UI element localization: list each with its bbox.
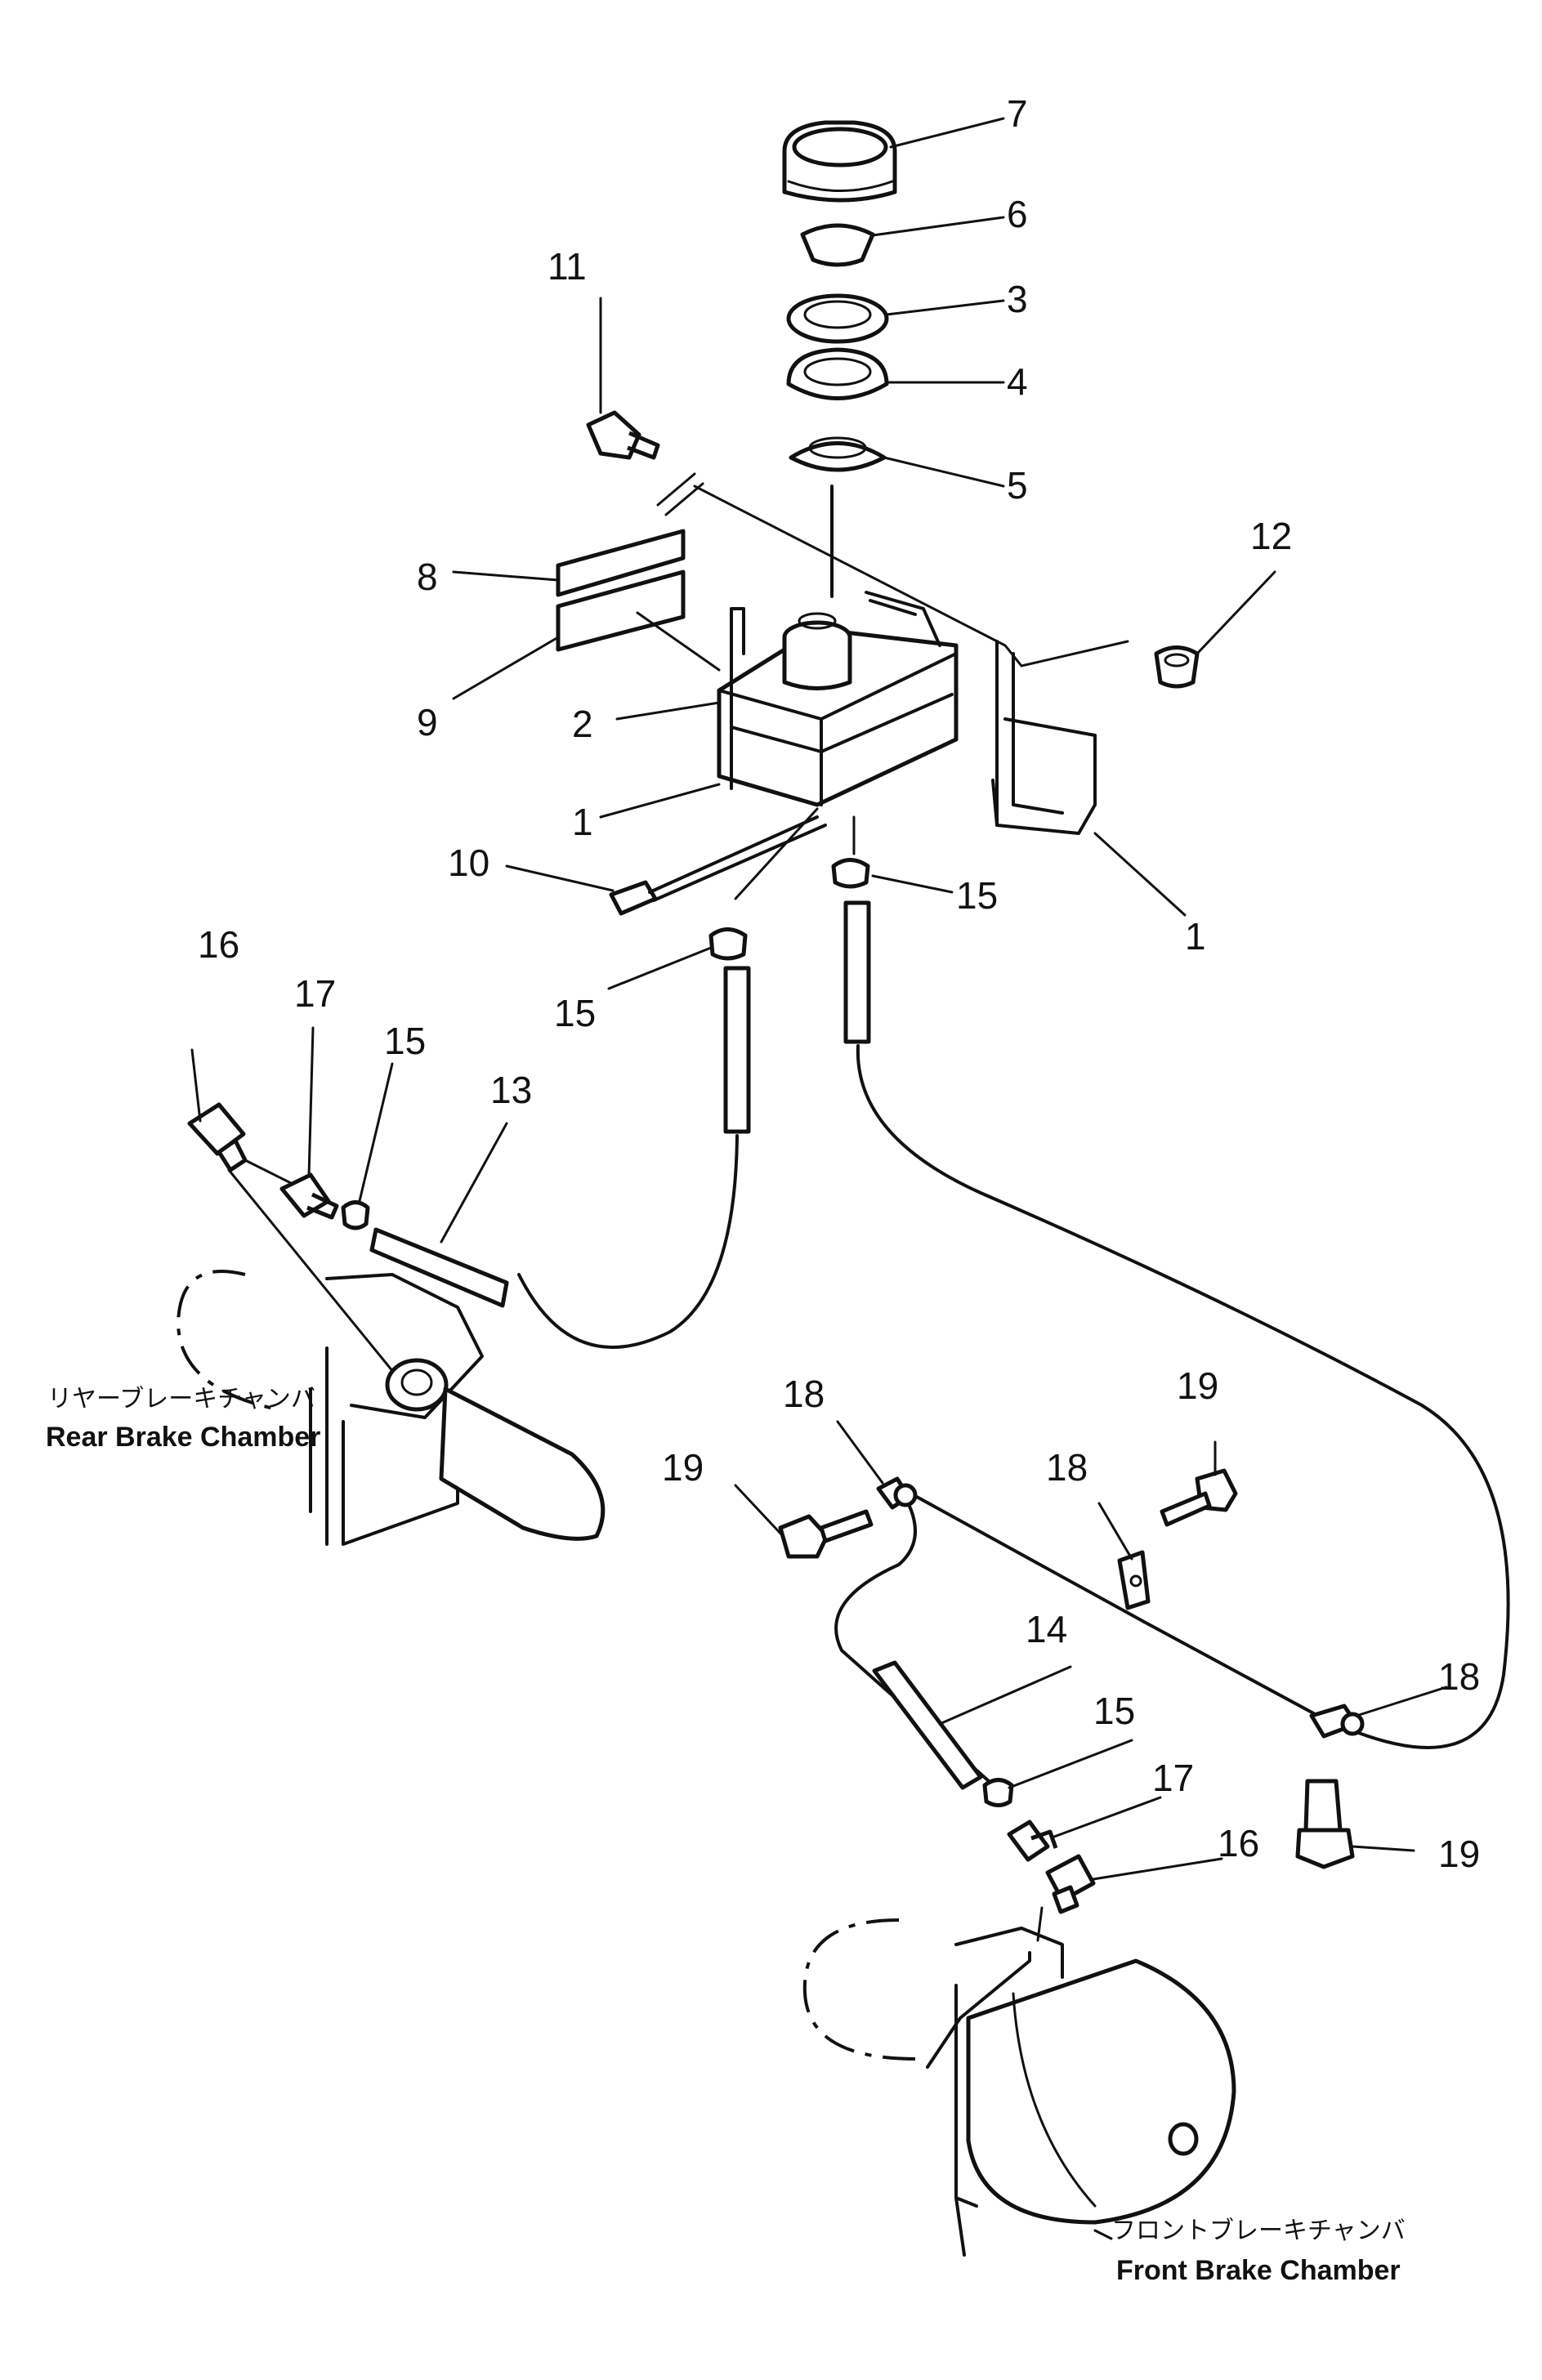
callout-19-b: 19 — [1177, 1364, 1218, 1407]
callout-8: 8 — [417, 556, 438, 598]
clamp-15-a — [831, 858, 870, 889]
callout-18-b: 18 — [1046, 1446, 1088, 1489]
tank-2 — [717, 591, 959, 807]
clip-18-a — [876, 1476, 918, 1510]
callout-9: 9 — [417, 701, 438, 743]
callout-18-a: 18 — [783, 1373, 825, 1415]
bracket-left-1 — [730, 607, 745, 790]
callout-1-right: 1 — [1185, 915, 1206, 958]
connector-17-front — [1007, 1820, 1058, 1862]
plate-9 — [556, 569, 686, 652]
callout-18-c: 18 — [1438, 1655, 1480, 1698]
callout-13: 13 — [490, 1069, 532, 1111]
callout-2: 2 — [572, 703, 593, 745]
plate-8 — [556, 529, 686, 597]
callout-15-a: 15 — [956, 874, 998, 917]
front-chamber-label-en: Front Brake Chamber — [1116, 2255, 1401, 2286]
clamp-15-b — [708, 927, 748, 961]
callout-15-front: 15 — [1093, 1690, 1135, 1732]
callout-17-rear: 17 — [294, 972, 336, 1015]
callout-6: 6 — [1007, 193, 1028, 235]
bolt-11 — [586, 410, 660, 460]
ring-4 — [786, 347, 889, 400]
callout-15-rear: 15 — [384, 1020, 426, 1062]
elbow-16-front — [1045, 1854, 1096, 1914]
hose-right — [856, 1044, 1510, 1749]
clamp-15-rear — [341, 1200, 370, 1230]
callout-14: 14 — [1026, 1608, 1067, 1650]
front-line-main — [897, 1485, 1350, 1734]
rear-chamber-label-en: Rear Brake Chamber — [46, 1422, 320, 1453]
callout-19-c: 19 — [1438, 1833, 1480, 1875]
seal-6 — [800, 223, 875, 267]
callout-17-front: 17 — [1152, 1757, 1194, 1799]
bolt-19-c — [1295, 1779, 1355, 1869]
front-chamber-label-jp: フロントブレーキチャンバ — [1111, 2217, 1406, 2245]
hose-tube-right — [843, 900, 871, 1044]
callout-19-a: 19 — [662, 1446, 704, 1489]
clip-18-c — [1309, 1704, 1365, 1739]
callout-3: 3 — [1007, 278, 1028, 320]
rear-chamber-label-jp: リヤーブレーキチャンバ — [47, 1385, 315, 1413]
cap-7 — [782, 120, 897, 203]
nut-12 — [1154, 645, 1200, 689]
bolt-19-b — [1160, 1468, 1238, 1527]
callout-5: 5 — [1007, 464, 1028, 507]
front-brake-chamber — [802, 1918, 1236, 2257]
hose-14 — [872, 1660, 983, 1790]
callout-15-b: 15 — [554, 992, 596, 1034]
callout-4: 4 — [1007, 360, 1028, 403]
callout-16-front: 16 — [1218, 1822, 1259, 1864]
ring-3 — [786, 293, 889, 344]
callout-10: 10 — [448, 842, 489, 884]
hose-13 — [369, 1227, 509, 1308]
bolt-line-11 — [693, 484, 1129, 668]
front-line-loop — [834, 1485, 990, 1783]
callout-12: 12 — [1250, 515, 1292, 557]
rear-brake-chamber — [176, 1270, 606, 1546]
hose-leader-left — [734, 807, 819, 900]
clamp-15-front — [982, 1778, 1014, 1807]
clip-18-b — [1117, 1550, 1151, 1610]
callout-11: 11 — [548, 245, 587, 288]
callout-7: 7 — [1007, 92, 1028, 135]
strainer-5 — [789, 436, 887, 472]
plate-leader — [636, 611, 721, 672]
connector-17-rear — [279, 1172, 339, 1220]
callout-16-rear: 16 — [198, 923, 239, 966]
bolt-19-a — [778, 1509, 874, 1559]
elbow-16-rear — [187, 1102, 248, 1172]
hose-left — [517, 1134, 739, 1349]
callout-1-left: 1 — [572, 801, 593, 843]
dash-mark — [656, 472, 704, 516]
bracket-right-1 — [991, 640, 1097, 835]
gauge-10 — [609, 815, 827, 916]
leader-lines — [190, 117, 1448, 2240]
hose-tube-left — [723, 966, 751, 1134]
